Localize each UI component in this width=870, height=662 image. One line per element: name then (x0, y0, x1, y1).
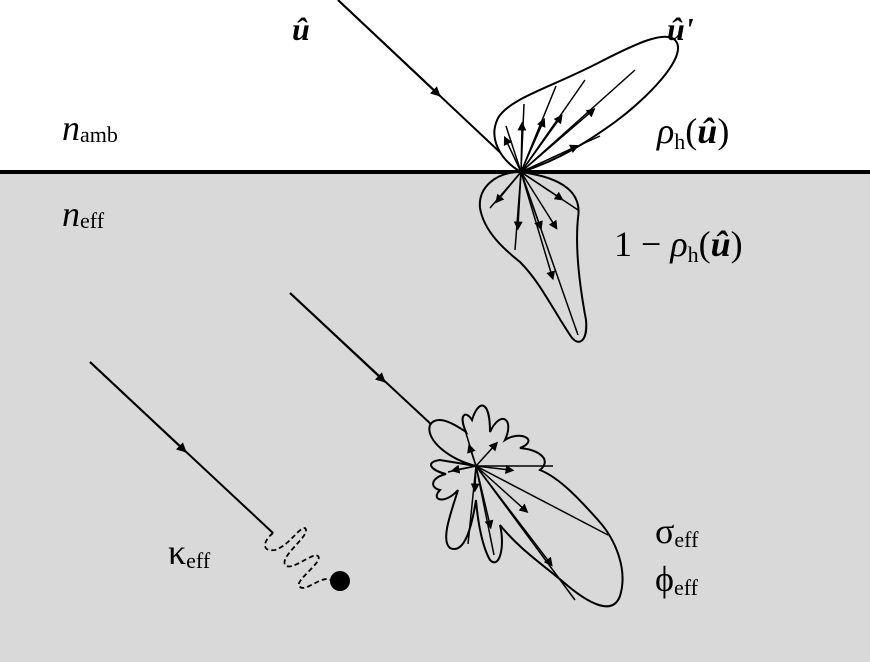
ambient-index-label: namb (62, 108, 118, 148)
absorbed-wavy-path (264, 527, 331, 589)
phase-function-label: ϕeff (655, 559, 699, 600)
incident-ray-top (337, 0, 522, 173)
reflected-rays (503, 69, 636, 173)
absorption-point (330, 571, 350, 591)
effective-index-label: neff (62, 194, 105, 234)
absorption-coefficient-label: κeff (168, 532, 211, 573)
reflection-lobe (493, 35, 679, 174)
incident-ray-absorption (89, 361, 274, 534)
transmission-lobe (478, 170, 588, 343)
outgoing-direction-label: û' (667, 11, 694, 47)
reflectance-label: ρh(û) (656, 111, 729, 154)
scattering-coefficient-label: σeff (655, 511, 699, 552)
scattered-rays (447, 429, 609, 601)
transmitted-rays (489, 171, 579, 336)
transmittance-label: 1 − ρh(û) (614, 224, 743, 267)
incident-direction-label: û (292, 11, 310, 47)
effective-medium-region (0, 172, 870, 662)
